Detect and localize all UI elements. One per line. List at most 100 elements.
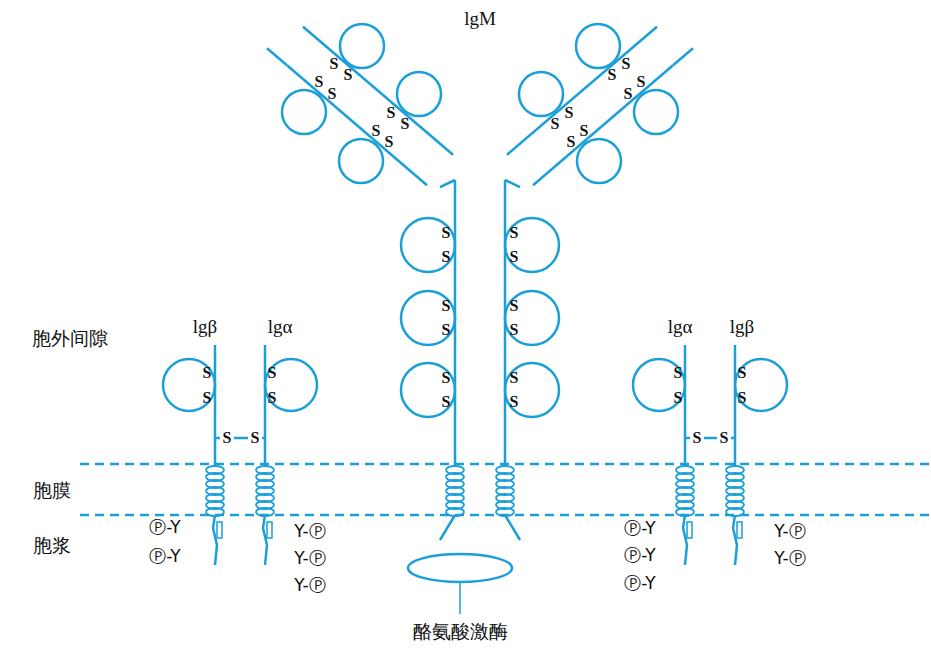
- disulfide-label: S: [203, 365, 212, 381]
- disulfide-label: S: [344, 67, 353, 83]
- disulfide-label: S: [738, 365, 747, 381]
- part-label: 胞膜: [33, 481, 71, 500]
- bond-line: [704, 437, 717, 440]
- domain-loop: [576, 24, 620, 68]
- disulfide-label: S: [401, 116, 410, 132]
- chain-line: [440, 515, 455, 540]
- disulfide-label: S: [268, 390, 277, 406]
- disulfide-label: S: [720, 430, 729, 446]
- chain-line: [505, 180, 520, 187]
- chain-line: [505, 515, 520, 540]
- domain-loop: [401, 291, 455, 345]
- chain-line: [684, 345, 687, 466]
- part-label: lgα: [668, 317, 693, 336]
- part-label: lgβ: [193, 317, 217, 336]
- disulfide-label: S: [567, 134, 576, 150]
- disulfide-label: S: [637, 74, 646, 90]
- part-label: lgβ: [730, 317, 754, 336]
- phospho-label: Ⓟ-Y: [624, 520, 656, 537]
- part-label: 酪氨酸激酶: [413, 622, 508, 641]
- part-label: 胞浆: [33, 536, 71, 555]
- bond-line: [215, 437, 220, 440]
- disulfide-label: S: [315, 74, 324, 90]
- disulfide-label: S: [580, 123, 589, 139]
- chain-line: [267, 48, 287, 65]
- domain-loop: [505, 218, 559, 272]
- phospho-label: Ⓟ-Y: [149, 548, 181, 565]
- kinase-ellipse: [408, 554, 512, 582]
- disulfide-label: S: [442, 225, 451, 241]
- part-label: lgα: [268, 317, 293, 336]
- domain-loop: [401, 218, 455, 272]
- domain-loop: [339, 139, 383, 183]
- phospho-label: Ⓟ-Y: [149, 519, 181, 536]
- chain-line: [673, 48, 693, 65]
- domain-loop: [282, 90, 326, 134]
- helix-turn: [496, 508, 514, 516]
- bond-line: [685, 437, 690, 440]
- bond-line: [731, 437, 735, 440]
- disulfide-label: S: [268, 365, 277, 381]
- phospho-label: Y-Ⓟ: [294, 523, 326, 540]
- disulfide-label: S: [565, 105, 574, 121]
- disulfide-label: S: [551, 116, 560, 132]
- disulfide-label: S: [385, 134, 394, 150]
- disulfide-label: S: [674, 365, 683, 381]
- domain-loop: [634, 90, 678, 134]
- phospho-label: Y-Ⓟ: [774, 523, 806, 540]
- disulfide-label: S: [738, 390, 747, 406]
- disulfide-label: S: [693, 430, 702, 446]
- motif-box: [267, 522, 272, 538]
- disulfide-label: S: [328, 86, 337, 102]
- motif-box: [217, 522, 222, 538]
- chain-line: [440, 180, 455, 187]
- disulfide-label: S: [442, 249, 451, 265]
- disulfide-label: S: [622, 56, 631, 72]
- domain-loop: [735, 359, 787, 411]
- leader-line: [459, 582, 461, 614]
- domain-loop: [519, 72, 563, 116]
- chain-line: [734, 345, 737, 466]
- chain-line: [303, 27, 453, 155]
- phospho-label: Y-Ⓟ: [294, 577, 326, 594]
- molecules: [163, 24, 787, 565]
- part-label: lgM: [464, 9, 496, 28]
- bond-line: [262, 437, 265, 440]
- domain-loop: [265, 359, 317, 411]
- phospho-label: Y-Ⓟ: [294, 550, 326, 567]
- disulfide-label: S: [674, 390, 683, 406]
- chain-line: [507, 27, 657, 155]
- disulfide-label: S: [330, 56, 339, 72]
- phospho-label: Ⓟ-Y: [624, 575, 656, 592]
- domain-loop: [633, 359, 685, 411]
- domain-loop: [577, 139, 621, 183]
- chain-line: [214, 345, 217, 466]
- domain-loop: [397, 72, 441, 116]
- disulfide-label: S: [608, 67, 617, 83]
- helix-turn: [206, 508, 224, 516]
- disulfide-label: S: [223, 430, 232, 446]
- domain-loop: [401, 363, 455, 417]
- disulfide-label: S: [251, 430, 260, 446]
- bond-line: [234, 437, 248, 440]
- helix-turn: [256, 508, 274, 516]
- helix-turn: [726, 508, 744, 516]
- disulfide-label: S: [442, 322, 451, 338]
- disulfide-label: S: [624, 86, 633, 102]
- disulfide-label: S: [510, 394, 519, 410]
- disulfide-label: S: [372, 123, 381, 139]
- phospho-label: Y-Ⓟ: [774, 550, 806, 567]
- disulfide-label: S: [510, 225, 519, 241]
- disulfide-label: S: [442, 298, 451, 314]
- disulfide-label: S: [510, 298, 519, 314]
- chain-line: [533, 65, 673, 185]
- motif-box: [737, 522, 742, 538]
- phospho-label: Ⓟ-Y: [624, 547, 656, 564]
- disulfide-label: S: [203, 390, 212, 406]
- domain-loop: [505, 291, 559, 345]
- motif-box: [687, 522, 692, 538]
- chain-line: [287, 65, 427, 185]
- disulfide-label: S: [510, 370, 519, 386]
- disulfide-label: S: [510, 322, 519, 338]
- part-label: 胞外间隙: [32, 329, 108, 348]
